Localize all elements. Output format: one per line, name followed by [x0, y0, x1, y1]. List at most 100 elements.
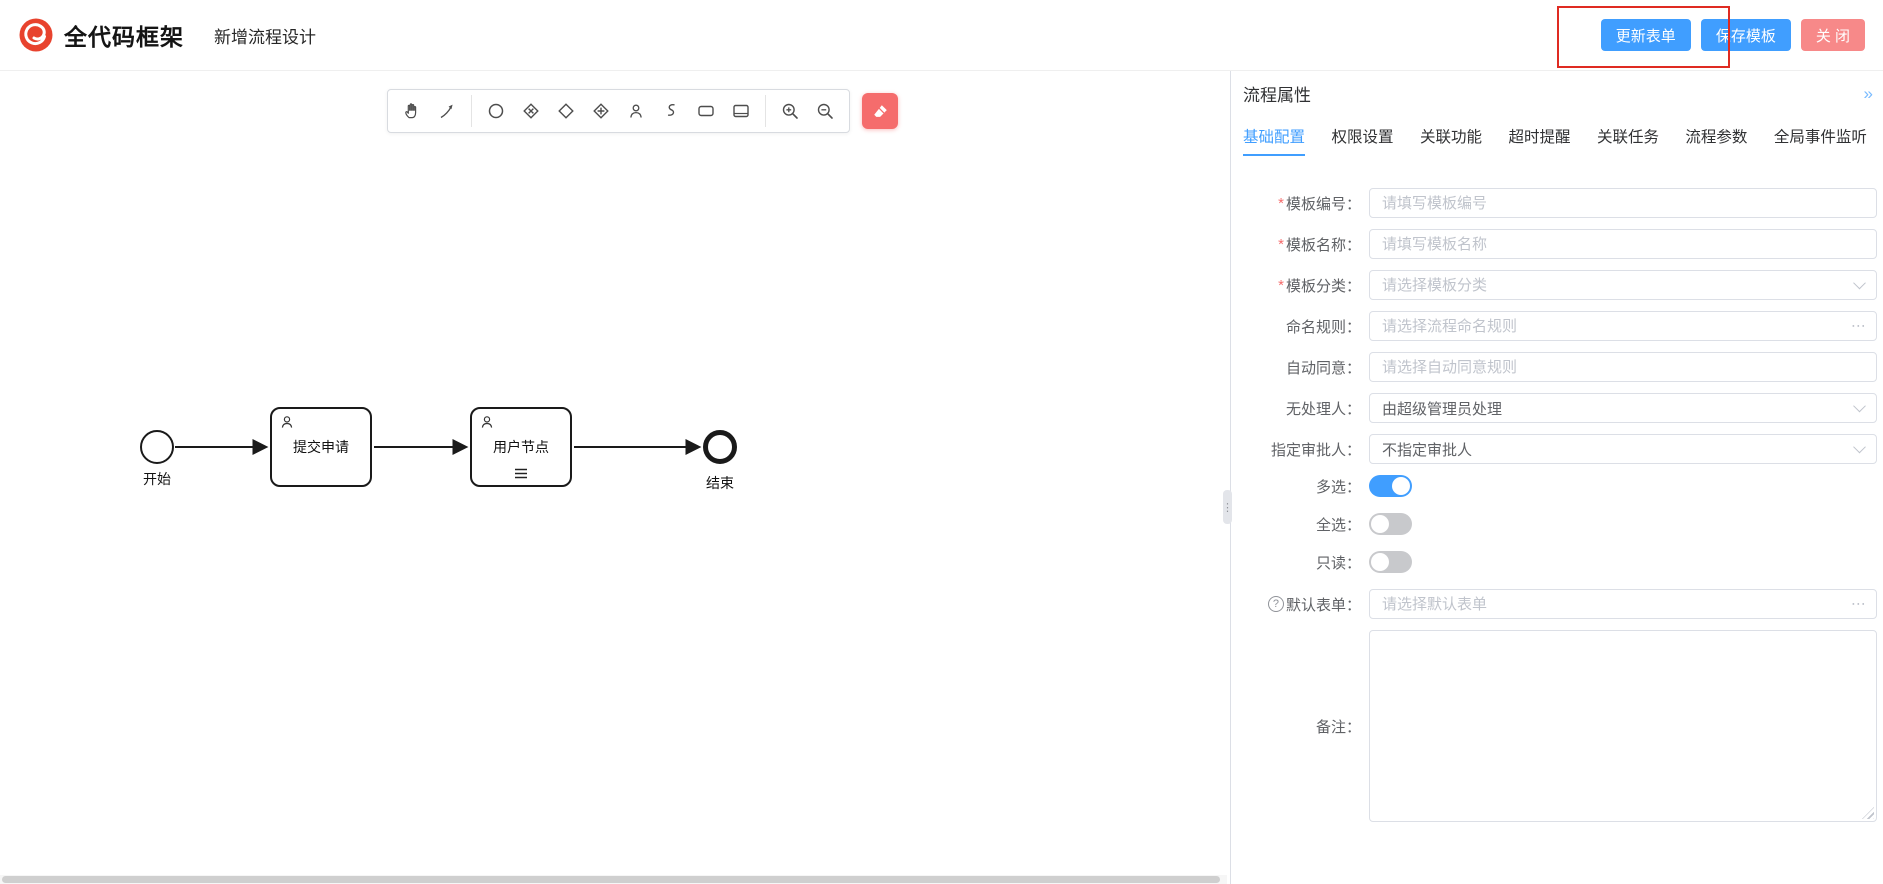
naming-rule-select[interactable]	[1369, 311, 1877, 341]
connect-arrow-icon	[437, 101, 457, 121]
template-category-select[interactable]	[1369, 270, 1877, 300]
field-no-handler: 无处理人：	[1243, 393, 1881, 423]
create-task-button[interactable]	[690, 95, 722, 127]
required-asterisk: *	[1278, 277, 1284, 294]
user-icon	[479, 414, 495, 430]
task-node-user[interactable]: 用户节点	[470, 407, 572, 487]
approver-select[interactable]	[1369, 434, 1877, 464]
field-template-name: * 模板名称：	[1243, 229, 1881, 259]
toolbar-tools-section	[388, 90, 471, 132]
remark-textarea[interactable]	[1369, 630, 1877, 822]
horizontal-scrollbar-thumb[interactable]	[2, 876, 1220, 883]
panel-title: 流程属性	[1243, 85, 1311, 107]
naming-rule-label: 命名规则：	[1243, 316, 1361, 337]
page-title: 新增流程设计	[214, 23, 316, 48]
multi-select-switch[interactable]	[1369, 475, 1412, 497]
tab-7[interactable]: 全局事件监听	[1774, 125, 1867, 156]
task-label: 用户节点	[493, 437, 549, 457]
help-icon[interactable]: ?	[1268, 596, 1284, 612]
tab-2[interactable]: 权限设置	[1331, 125, 1393, 156]
required-asterisk: *	[1278, 195, 1284, 212]
properties-panel: 流程属性 » 基础配置权限设置关联功能超时提醒关联任务流程参数全局事件监听 * …	[1231, 71, 1883, 884]
app-title: 全代码框架	[64, 18, 184, 52]
tab-5[interactable]: 关联任务	[1597, 125, 1659, 156]
field-default-form: ? 默认表单： ⋯	[1243, 589, 1881, 619]
template-code-label: * 模板编号：	[1243, 193, 1361, 214]
horizontal-scrollbar	[0, 875, 1227, 884]
create-gateway-button[interactable]	[550, 95, 582, 127]
start-event-node[interactable]	[140, 430, 174, 464]
template-code-input[interactable]	[1369, 188, 1877, 218]
create-start-event-button[interactable]	[480, 95, 512, 127]
default-form-label: ? 默认表单：	[1243, 594, 1361, 615]
select-all-label: 全选：	[1243, 514, 1361, 535]
tab-6[interactable]: 流程参数	[1685, 125, 1747, 156]
create-parallel-gateway-button[interactable]	[585, 95, 617, 127]
auto-agree-label: 自动同意：	[1243, 357, 1361, 378]
panel-header: 流程属性 »	[1243, 85, 1881, 107]
start-event-icon	[486, 101, 506, 121]
tab-4[interactable]: 超时提醒	[1508, 125, 1570, 156]
field-template-code: * 模板编号：	[1243, 188, 1881, 218]
panel-resize-handle[interactable]: ⋮	[1223, 490, 1232, 524]
create-subprocess-button[interactable]	[725, 95, 757, 127]
update-form-button[interactable]: 更新表单	[1601, 19, 1691, 51]
close-button[interactable]: 关 闭	[1801, 19, 1865, 51]
app-logo-icon	[18, 17, 54, 53]
zoom-in-button[interactable]	[774, 95, 806, 127]
hand-icon	[402, 101, 422, 121]
no-handler-select[interactable]	[1369, 393, 1877, 423]
end-event-node[interactable]	[703, 430, 737, 464]
properties-form: * 模板编号： * 模板名称： * 模板分类：	[1243, 188, 1881, 822]
multi-select-label: 多选：	[1243, 476, 1361, 497]
no-handler-label: 无处理人：	[1243, 398, 1361, 419]
field-select-all: 全选：	[1243, 513, 1881, 535]
tab-1[interactable]: 基础配置	[1243, 125, 1305, 156]
create-exclusive-gateway-button[interactable]	[515, 95, 547, 127]
create-user-task-button[interactable]	[620, 95, 652, 127]
clear-canvas-button[interactable]	[862, 93, 898, 129]
read-only-switch[interactable]	[1369, 551, 1412, 573]
hand-tool-button[interactable]	[396, 95, 428, 127]
collapsed-subprocess-icon	[731, 101, 751, 121]
eraser-icon	[871, 102, 890, 121]
script-task-icon	[661, 101, 681, 121]
field-remark: 备注：	[1243, 630, 1881, 822]
exclusive-gateway-icon	[521, 101, 541, 121]
end-event-label: 结束	[675, 473, 765, 493]
template-name-label: * 模板名称：	[1243, 234, 1361, 255]
toolbar-zoom-section	[766, 90, 849, 132]
collapse-panel-icon[interactable]: »	[1864, 85, 1873, 103]
more-icon: ⋯	[1851, 319, 1866, 334]
user-icon	[279, 414, 295, 430]
remark-label: 备注：	[1243, 716, 1361, 737]
more-icon: ⋯	[1851, 597, 1866, 612]
create-script-task-button[interactable]	[655, 95, 687, 127]
template-category-label: * 模板分类：	[1243, 275, 1361, 296]
start-event-label: 开始	[112, 469, 202, 489]
task-label: 提交申请	[293, 437, 349, 457]
template-name-input[interactable]	[1369, 229, 1877, 259]
gateway-icon	[556, 101, 576, 121]
save-template-button[interactable]: 保存模板	[1701, 19, 1791, 51]
select-all-switch[interactable]	[1369, 513, 1412, 535]
field-read-only: 只读：	[1243, 551, 1881, 573]
canvas-toolbar	[387, 89, 850, 133]
field-multi-select: 多选：	[1243, 475, 1881, 497]
panel-divider	[1230, 71, 1231, 884]
tab-3[interactable]: 关联功能	[1420, 125, 1482, 156]
auto-agree-select[interactable]	[1369, 352, 1877, 382]
field-naming-rule: 命名规则： ⋯	[1243, 311, 1881, 341]
flow-canvas[interactable]: 开始 提交申请 用户节点 结束	[0, 71, 1230, 884]
global-connect-tool-button[interactable]	[431, 95, 463, 127]
default-form-select[interactable]	[1369, 589, 1877, 619]
parallel-gateway-icon	[591, 101, 611, 121]
read-only-label: 只读：	[1243, 552, 1361, 573]
header: 全代码框架 新增流程设计 更新表单 保存模板 关 闭	[0, 0, 1883, 71]
toolbar-shapes-section	[472, 90, 765, 132]
panel-tabs: 基础配置权限设置关联功能超时提醒关联任务流程参数全局事件监听	[1243, 125, 1881, 156]
task-icon	[696, 101, 716, 121]
zoom-out-button[interactable]	[809, 95, 841, 127]
task-node-submit[interactable]: 提交申请	[270, 407, 372, 487]
